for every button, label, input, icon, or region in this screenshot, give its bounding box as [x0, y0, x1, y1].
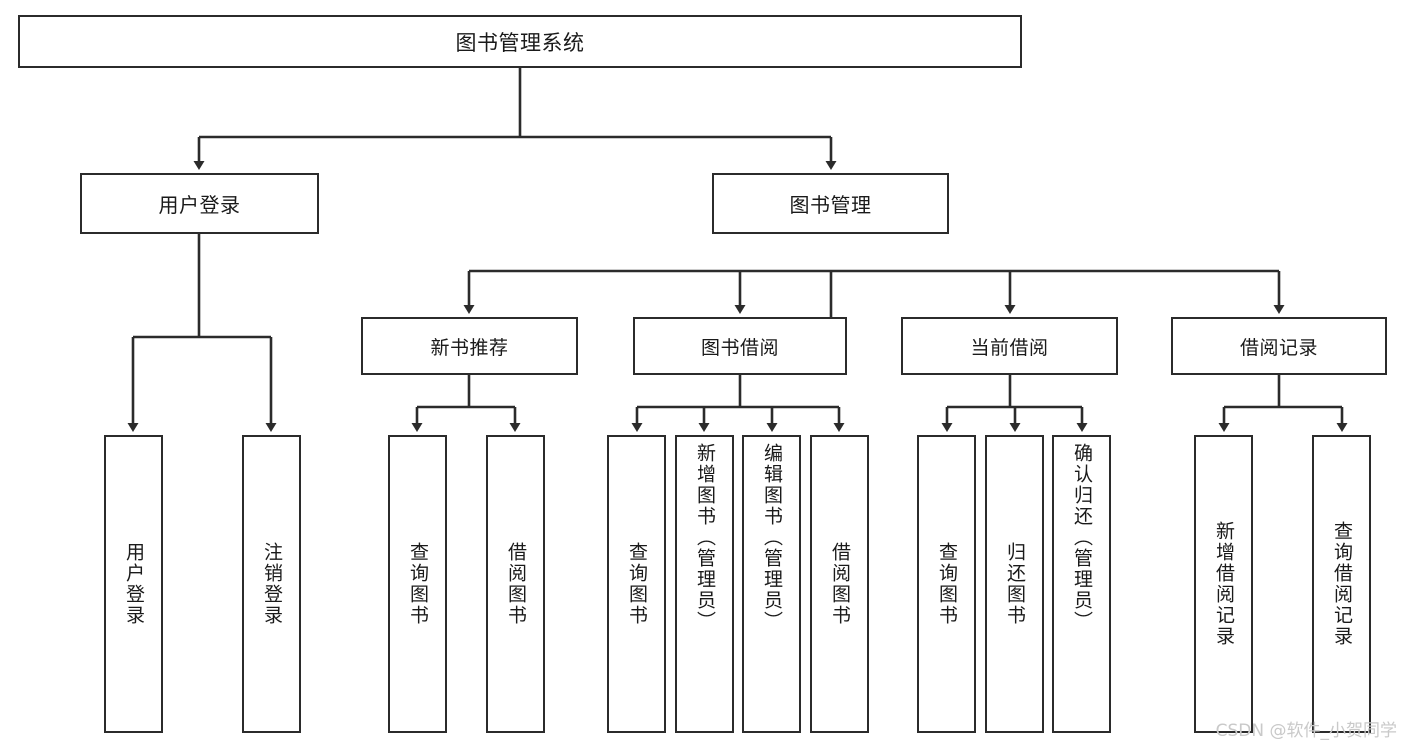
node-new-book-recommend-label: 新书推荐	[430, 336, 509, 359]
node-user-login-label: 用户登录	[158, 193, 241, 217]
node-current-borrow[interactable]: 当前借阅	[901, 317, 1118, 375]
node-leaf-add-record-label: 新增借阅记录	[1213, 521, 1235, 647]
node-leaf-borrow-book-2[interactable]: 借阅图书	[810, 435, 869, 733]
node-leaf-confirm-return[interactable]: 确认归还（管理员）	[1052, 435, 1111, 733]
node-leaf-query-book-3-label: 查询图书	[936, 542, 958, 626]
node-book-borrow[interactable]: 图书借阅	[633, 317, 847, 375]
node-leaf-query-book-2[interactable]: 查询图书	[607, 435, 666, 733]
node-leaf-borrow-book-1[interactable]: 借阅图书	[486, 435, 545, 733]
node-book-manage-label: 图书管理	[789, 193, 872, 217]
node-leaf-borrow-book-1-label: 借阅图书	[505, 542, 527, 626]
node-leaf-query-book-1-label: 查询图书	[407, 542, 429, 626]
node-leaf-query-record-label: 查询借阅记录	[1331, 521, 1353, 647]
node-leaf-add-record[interactable]: 新增借阅记录	[1194, 435, 1253, 733]
node-current-borrow-label: 当前借阅	[970, 336, 1049, 359]
node-book-borrow-label: 图书借阅	[700, 336, 779, 359]
node-leaf-borrow-book-2-label: 借阅图书	[829, 542, 851, 626]
node-user-login[interactable]: 用户登录	[80, 173, 319, 234]
node-leaf-user-login-label: 用户登录	[123, 542, 145, 626]
node-leaf-add-book-label: 新增图书（管理员）	[694, 443, 716, 632]
node-leaf-user-login[interactable]: 用户登录	[104, 435, 163, 733]
node-borrow-record-label: 借阅记录	[1239, 336, 1318, 359]
node-leaf-edit-book[interactable]: 编辑图书（管理员）	[742, 435, 801, 733]
node-leaf-return-book-label: 归还图书	[1004, 542, 1026, 626]
node-leaf-confirm-return-label: 确认归还（管理员）	[1071, 443, 1093, 632]
node-leaf-query-book-3[interactable]: 查询图书	[917, 435, 976, 733]
node-root-label: 图书管理系统	[455, 30, 585, 55]
node-leaf-query-book-1[interactable]: 查询图书	[388, 435, 447, 733]
node-borrow-record[interactable]: 借阅记录	[1171, 317, 1387, 375]
watermark: CSDN @软件_小贺同学	[1215, 721, 1397, 741]
node-leaf-logout-login-label: 注销登录	[261, 542, 283, 626]
node-root[interactable]: 图书管理系统	[18, 15, 1022, 68]
node-leaf-query-record[interactable]: 查询借阅记录	[1312, 435, 1371, 733]
node-leaf-add-book[interactable]: 新增图书（管理员）	[675, 435, 734, 733]
node-leaf-edit-book-label: 编辑图书（管理员）	[761, 443, 783, 632]
node-leaf-query-book-2-label: 查询图书	[626, 542, 648, 626]
node-new-book-recommend[interactable]: 新书推荐	[361, 317, 578, 375]
node-leaf-return-book[interactable]: 归还图书	[985, 435, 1044, 733]
node-leaf-logout-login[interactable]: 注销登录	[242, 435, 301, 733]
node-book-manage[interactable]: 图书管理	[712, 173, 949, 234]
